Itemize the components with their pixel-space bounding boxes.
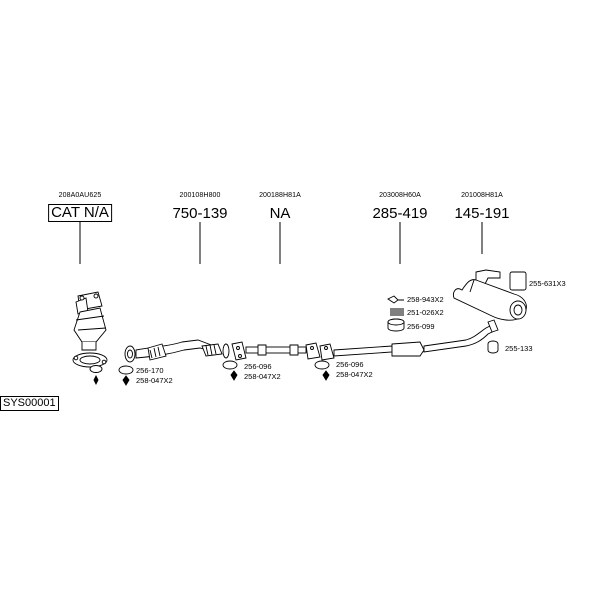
bolt-258-047-drawing [122,375,130,386]
part-code-mid-pipe: 200188H81A [259,192,301,199]
label-hanger: 255-631X3 [529,279,566,288]
part-number-front-pipe: 750-139 [172,205,228,222]
rear-silencer-drawing [453,269,527,321]
part-number-center-silencer: 285-419 [372,205,428,222]
label-cat-bolts: 258-047X2 [136,376,173,385]
label-pipe-gasket: 256-096 [336,360,364,369]
front-pipe-drawing [124,339,230,363]
gasket-256-096-pipe-drawing [314,360,330,370]
label-mid-gasket: 256-096 [244,362,272,371]
mid-pipe-drawing [231,341,321,361]
part-code-cat: 208A0AU625 [58,192,102,199]
part-number-mid-pipe: NA [269,205,291,222]
gasket-256-170-drawing [118,365,134,375]
bolt-kit-drawing [387,295,404,304]
center-silencer-drawing [319,319,499,361]
part-number-rear-silencer: 145-191 [454,205,510,222]
part-code-center-silencer: 203008H60A [379,192,421,199]
label-ring: 256-099 [407,322,435,331]
label-mid-bolts: 258-047X2 [244,372,281,381]
bolt-258-047-mid-drawing [230,370,238,381]
gasket-256-096-mid-drawing [222,360,238,370]
label-spring: 251-026X2 [407,308,444,317]
rear-mount-drawing [487,340,499,354]
diagram-id: SYS00001 [0,396,59,411]
spring-drawing [390,308,404,316]
label-pipe-bolts: 258-047X2 [336,370,373,379]
part-code-front-pipe: 200108H800 [179,192,221,199]
bolt-258-047-pipe-drawing [322,370,330,381]
label-rear-mount: 255-133 [505,344,533,353]
part-code-rear-silencer: 201008H81A [461,192,503,199]
catalytic-converter-drawing [72,291,108,386]
label-bolt-kit: 258-943X2 [407,295,444,304]
part-number-cat: CAT N/A [48,204,112,222]
label-cat-gasket: 256-170 [136,366,164,375]
